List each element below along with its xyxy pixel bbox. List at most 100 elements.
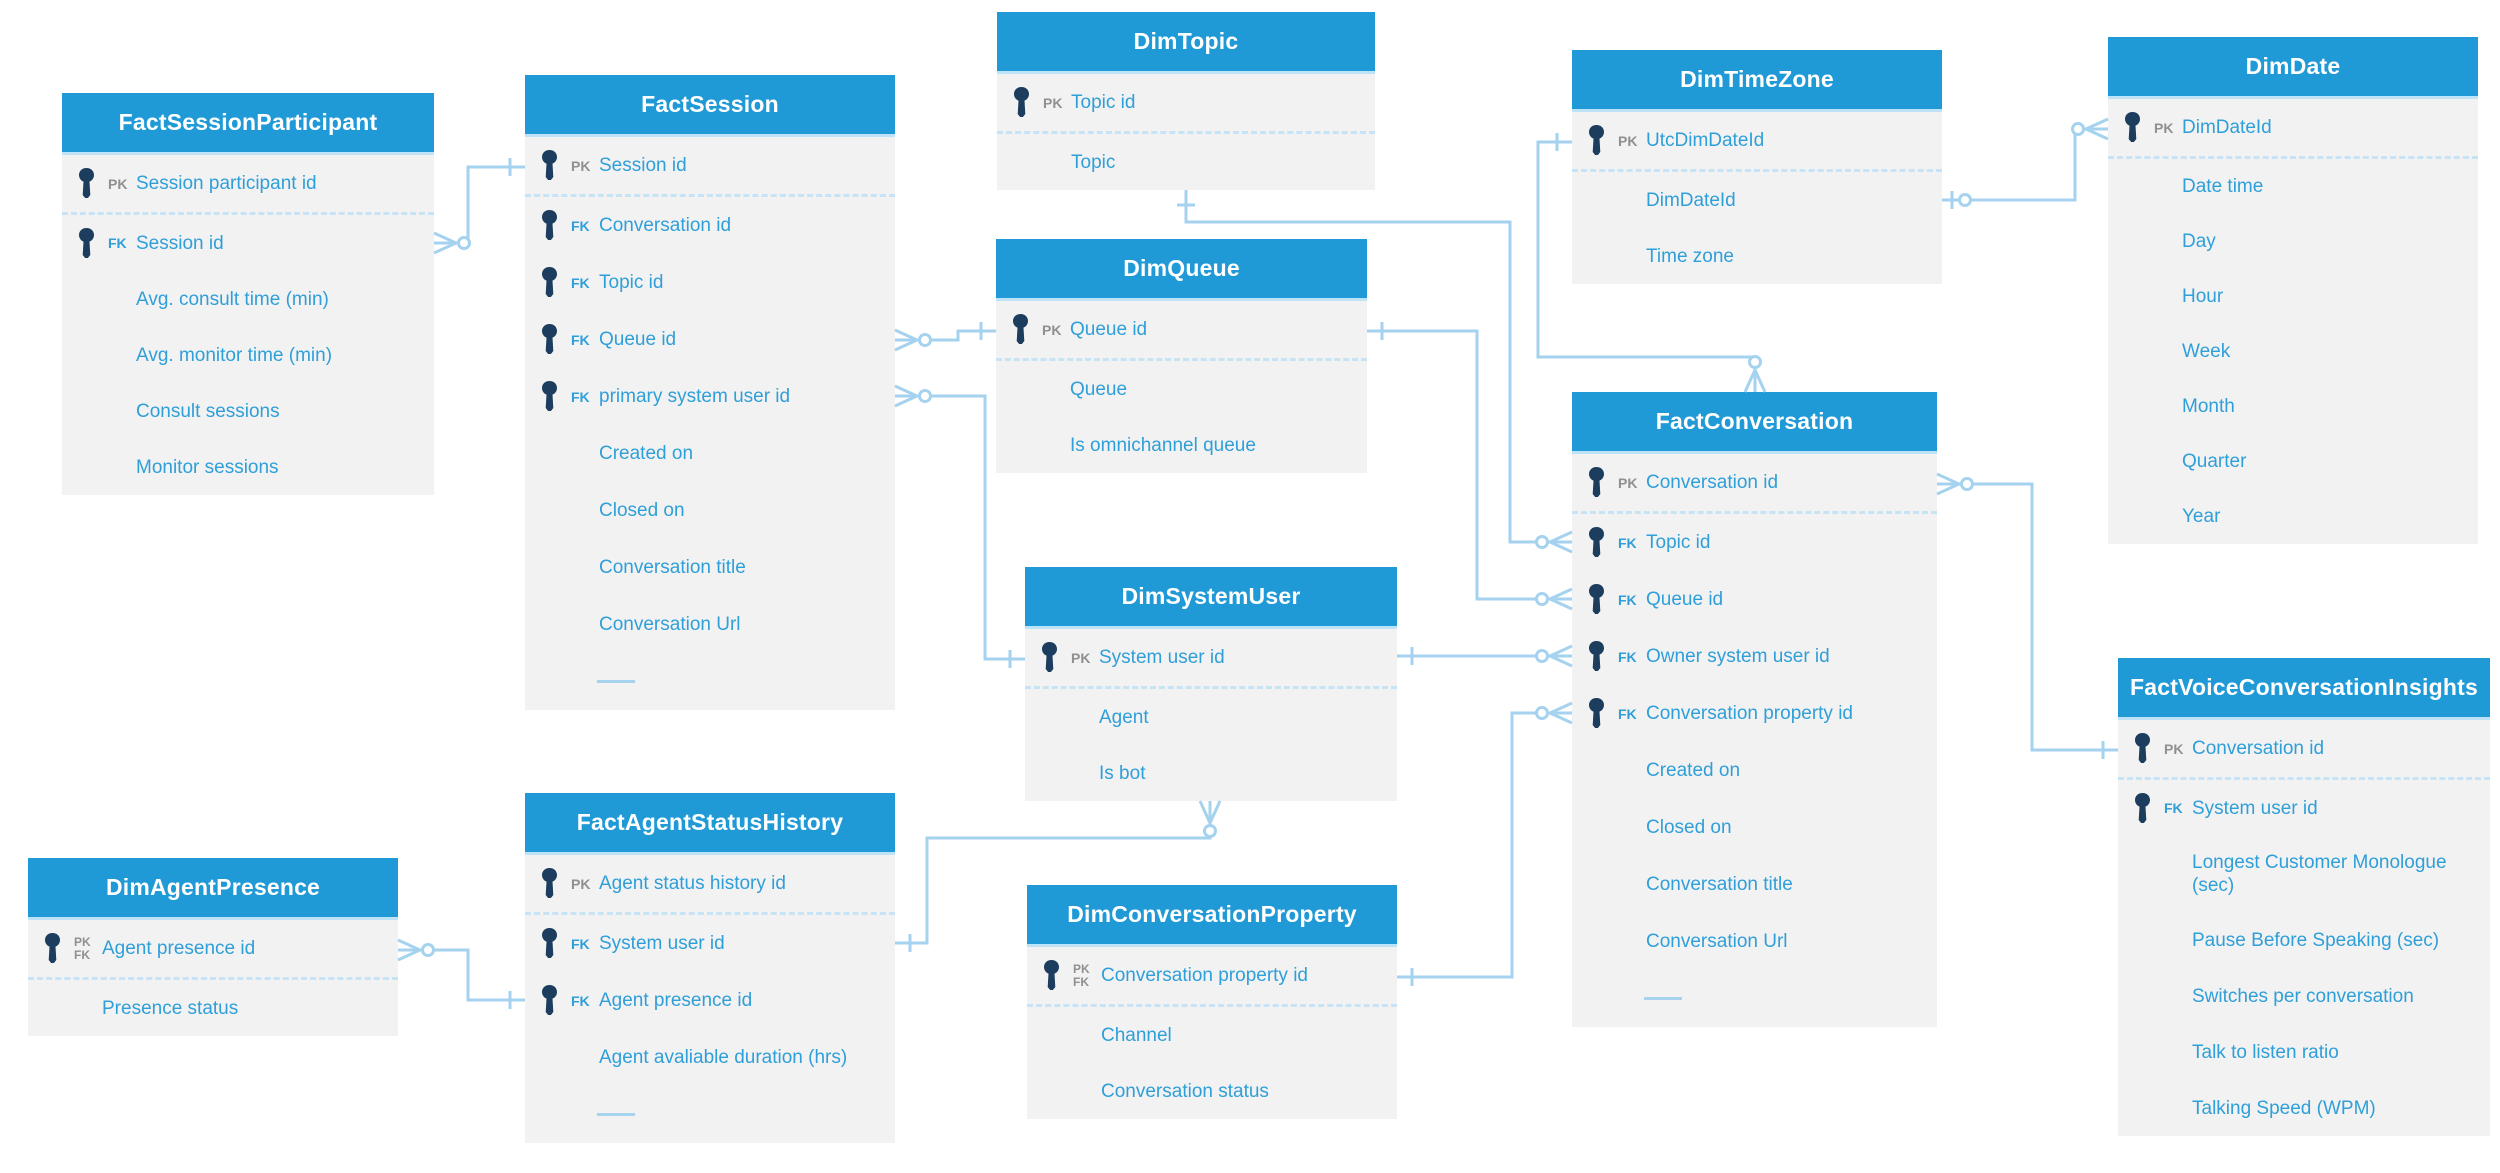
field-name: System user id [599, 933, 725, 954]
table-title: FactConversation [1572, 392, 1937, 454]
crowfoot-many-marker [2085, 117, 2109, 131]
field-name: Longest Customer Monologue (sec) [2192, 852, 2447, 896]
zero-circle-marker [421, 943, 435, 957]
truncated-fields-dash [1644, 997, 1682, 1000]
table-row: Switches per conversation [2118, 968, 2490, 1024]
field-name: System user id [1099, 647, 1225, 668]
table-row: Channel [1027, 1007, 1397, 1063]
table-row: Week [2108, 324, 2478, 379]
key-type-label: FK [571, 992, 590, 1009]
field-name: Switches per conversation [2192, 985, 2414, 1007]
field-name: System user id [2192, 797, 2318, 819]
field-name: Avg. monitor time (min) [136, 344, 333, 366]
table-row: Is omnichannel queue [996, 417, 1367, 473]
crowfoot-many-marker [1549, 701, 1573, 715]
table-row: Month [2108, 379, 2478, 434]
table-title: DimSystemUser [1025, 567, 1397, 629]
key-type-label: FK [571, 388, 590, 405]
table-row: Conversation Url [1572, 913, 1937, 970]
key-type-label: FK [571, 331, 590, 348]
key-type-label: FK [2164, 800, 2183, 816]
key-icon [539, 210, 571, 241]
zero-circle-marker [1535, 649, 1549, 663]
field-name: Queue [1070, 378, 1128, 400]
relationship-line-FactConversation-FactVoiceConversationInsights [1937, 482, 2118, 752]
key-icon [1586, 698, 1618, 729]
zero-circle-marker [1203, 824, 1217, 838]
zero-circle-marker [2071, 122, 2085, 136]
truncated-fields-dash [597, 680, 635, 683]
relationship-line-FactSession-DimQueue [895, 329, 996, 342]
field-name: Consult sessions [136, 400, 280, 422]
table-row: Is bot [1025, 745, 1397, 801]
crowfoot-many-marker [894, 394, 918, 408]
key-icon [539, 267, 571, 298]
key-type-label: PK [1042, 321, 1062, 338]
field-name: Conversation status [1101, 1080, 1269, 1102]
table-title: DimDate [2108, 37, 2478, 99]
field-name: Channel [1101, 1024, 1172, 1046]
field-name: Year [2182, 506, 2221, 527]
key-icon [1586, 467, 1618, 498]
table-title: DimQueue [996, 239, 1367, 301]
key-icon [539, 928, 571, 959]
field-name: Conversation title [599, 557, 746, 578]
table-row: Avg. consult time (min) [62, 271, 434, 327]
table-title: DimConversationProperty [1027, 885, 1397, 947]
crowfoot-many-marker [1753, 369, 1767, 393]
key-type-label: PK [108, 175, 128, 192]
field-name: DimDateId [1646, 189, 1736, 211]
table-row [525, 653, 895, 710]
table-row: Conversation Url [525, 596, 895, 653]
table-row: Time zone [1572, 228, 1942, 284]
field-name: Conversation id [2192, 738, 2325, 759]
table-row: Agent avaliable duration (hrs) [525, 1029, 895, 1086]
field-name: Queue id [1646, 589, 1724, 610]
field-name: Talk to listen ratio [2192, 1041, 2339, 1063]
field-name: Queue id [1070, 319, 1148, 340]
table-title: DimTimeZone [1572, 50, 1942, 112]
zero-circle-marker [918, 333, 932, 347]
key-icon [539, 868, 571, 899]
table-title: DimTopic [997, 12, 1375, 74]
table-row: FK System user id [2118, 780, 2490, 836]
relationship-line-FactSessionParticipant-FactSession [434, 165, 525, 245]
field-name: Created on [1646, 760, 1741, 781]
field-name: Day [2182, 231, 2216, 252]
crowfoot-many-marker [1936, 482, 1960, 496]
field-name: Session participant id [136, 173, 317, 194]
key-type-label: PK [1071, 649, 1091, 666]
crowfoot-many-marker [894, 338, 918, 352]
key-icon [1010, 314, 1042, 345]
key-type-label: PK [2164, 740, 2184, 757]
field-name: Conversation title [1646, 874, 1793, 895]
table-row [1572, 970, 1937, 1027]
table-row: PK Queue id [996, 301, 1367, 361]
crowfoot-many-marker [1208, 800, 1222, 824]
field-name: Hour [2182, 286, 2224, 307]
crowfoot-many-marker [1198, 800, 1212, 824]
zero-circle-marker [1535, 592, 1549, 606]
table-row: Conversation title [1572, 856, 1937, 913]
crowfoot-many-marker [1743, 369, 1757, 393]
key-icon [76, 227, 108, 259]
